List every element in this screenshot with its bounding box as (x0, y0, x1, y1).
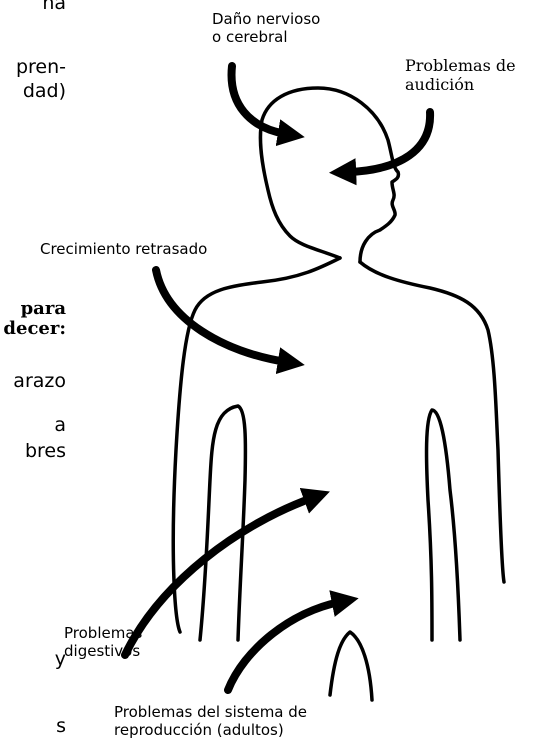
body-outline-torso (173, 258, 340, 632)
body-outline-right-arm (427, 410, 460, 640)
body-outline-leg (330, 632, 372, 700)
body-outline-head (260, 88, 398, 262)
label-growth: Crecimiento retrasado (40, 240, 207, 258)
arrow-digestive (125, 498, 312, 655)
label-digestive: Problemas digestivos (64, 624, 142, 660)
label-hearing: Problemas de audición (405, 56, 516, 94)
arrow-growth (156, 270, 286, 362)
body-outline-right-shoulder (360, 262, 504, 582)
body-outline-left-arm (200, 406, 245, 640)
label-nerve-damage: Daño nervioso o cerebral (212, 10, 320, 46)
label-reproductive: Problemas del sistema de reproducción (a… (114, 703, 307, 739)
arrow-reproductive (228, 602, 340, 690)
